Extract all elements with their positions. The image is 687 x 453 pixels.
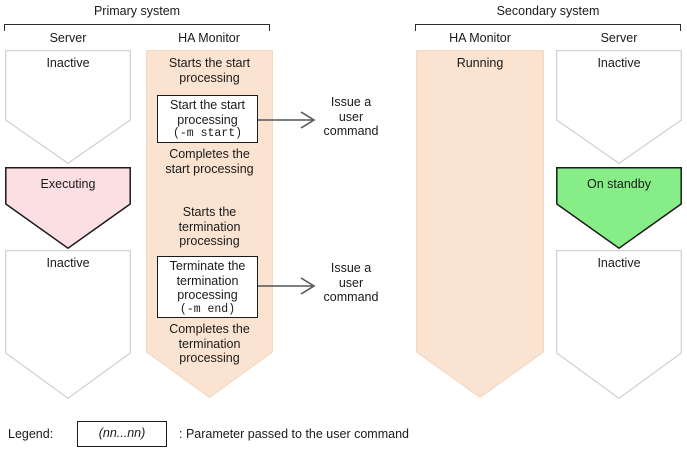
secondary-server-column-title: Server	[600, 31, 638, 45]
primary-system-title: Primary system	[93, 4, 181, 18]
secondary-system-bracket	[415, 24, 681, 31]
primary-command-box-start: Start the start processing (-m start)	[157, 95, 258, 143]
secondary-server-state-standby: On standby	[556, 167, 682, 249]
primary-monitor-step-3: Starts the termination processing	[178, 205, 241, 248]
lane-shape	[416, 50, 544, 398]
pentagon-shape	[5, 167, 131, 249]
pentagon-shape	[556, 50, 682, 164]
issue-user-command-text-2: Issue a user command	[323, 261, 379, 304]
primary-server-state-inactive-2: Inactive	[5, 250, 131, 399]
legend-label: Legend:	[8, 427, 54, 441]
command-line-2: processing	[177, 112, 238, 127]
secondary-server-state-inactive-2: Inactive	[556, 250, 682, 399]
command-parameter: (-m start)	[172, 127, 242, 140]
command-parameter: (-m end)	[179, 302, 236, 316]
secondary-monitor-lane: Running	[416, 50, 544, 398]
pentagon-shape	[556, 250, 682, 399]
primary-monitor-step-1: Starts the start processing	[168, 56, 251, 85]
user-command-arrow-1	[258, 111, 316, 129]
primary-server-state-inactive-1: Inactive	[5, 50, 131, 164]
legend-description: : Parameter passed to the user command	[179, 427, 409, 441]
pentagon-shape	[5, 50, 131, 164]
command-line-1: Start the start	[169, 98, 246, 112]
primary-monitor-step-4: Completes the termination processing	[169, 322, 250, 365]
primary-server-state-executing: Executing	[5, 167, 131, 249]
secondary-server-state-inactive-1: Inactive	[556, 50, 682, 164]
command-line-3: processing	[177, 288, 238, 302]
secondary-system-title: Secondary system	[496, 4, 600, 18]
secondary-monitor-column-title: HA Monitor	[449, 31, 511, 45]
primary-server-column-title: Server	[49, 31, 87, 45]
command-line-2: termination	[176, 273, 239, 288]
primary-monitor-step-2: Completes the start processing	[165, 147, 254, 176]
command-line-1: Terminate the	[169, 259, 246, 273]
pentagon-shape	[5, 250, 131, 399]
user-command-arrow-2	[258, 277, 316, 295]
legend-sample-box: (nn...nn)	[77, 421, 167, 447]
primary-monitor-column-title: HA Monitor	[178, 31, 240, 45]
issue-user-command-text-1: Issue a user command	[323, 95, 379, 138]
primary-system-bracket	[4, 24, 270, 31]
pentagon-shape	[556, 167, 682, 249]
primary-command-box-end: Terminate the termination processing (-m…	[157, 256, 258, 318]
